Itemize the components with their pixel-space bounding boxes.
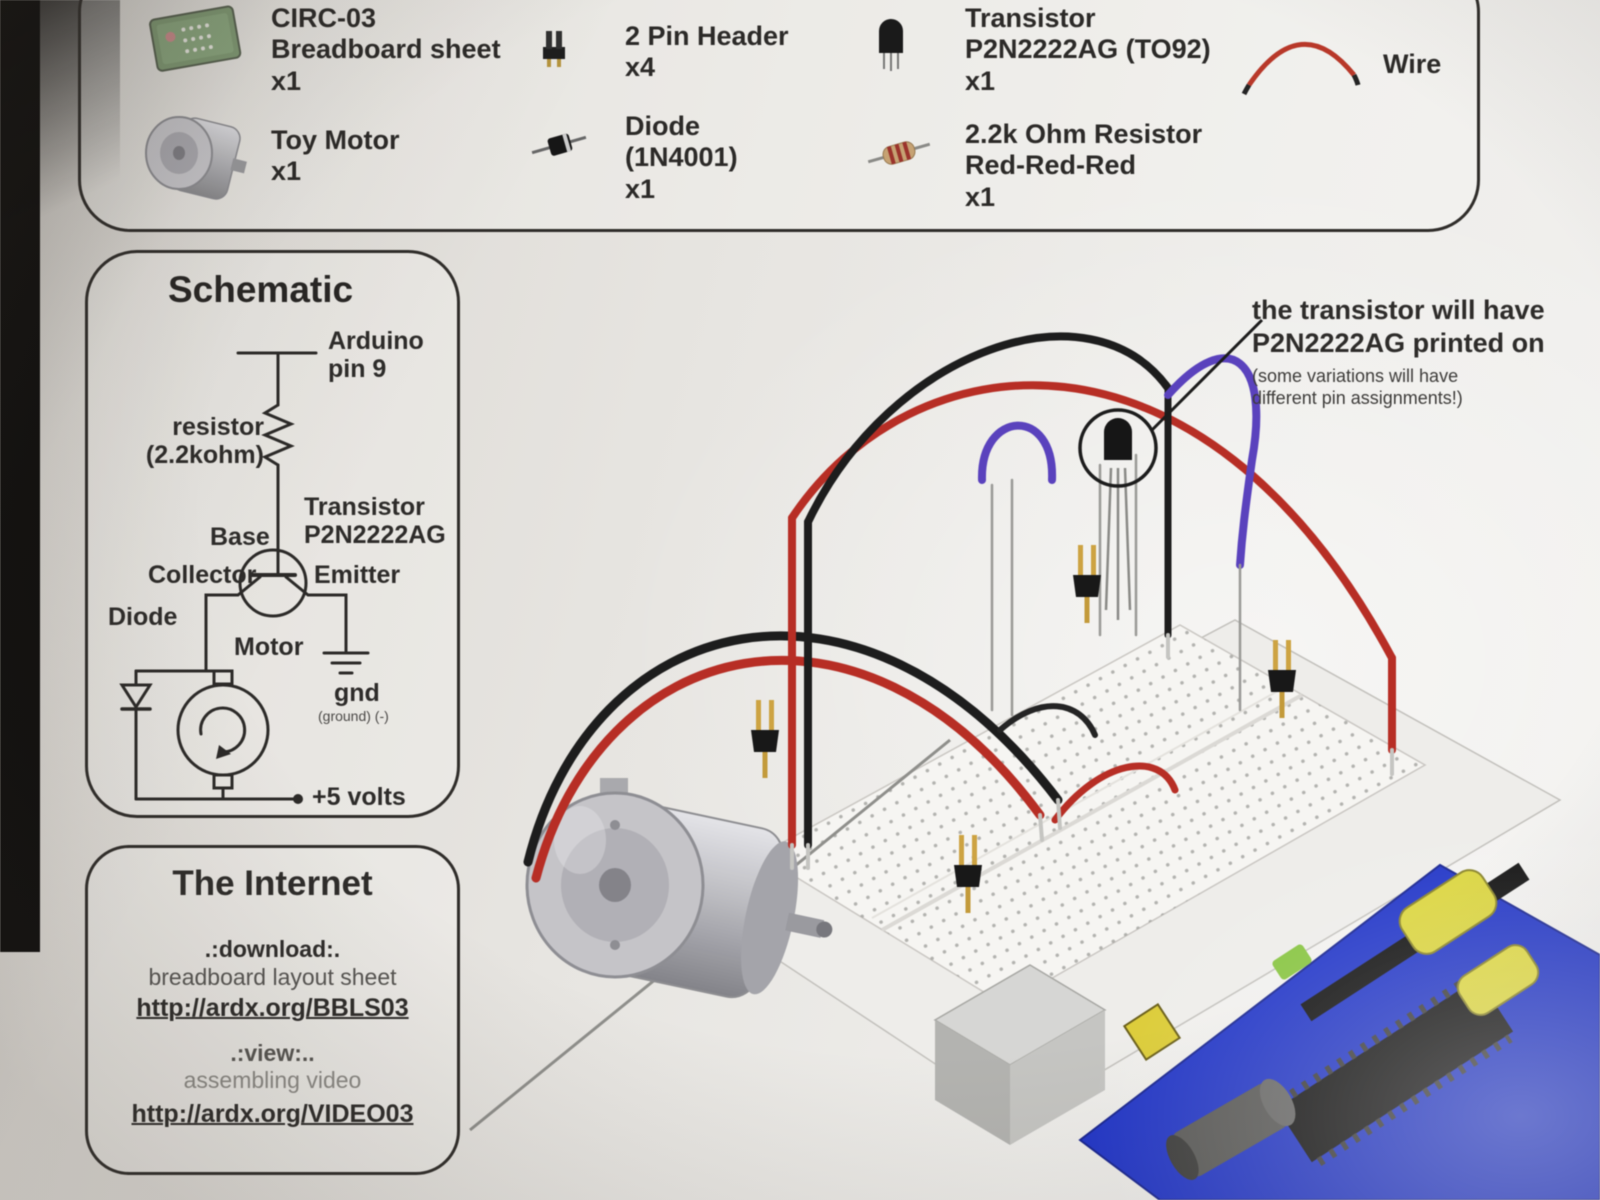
internet-title: The Internet bbox=[172, 864, 373, 903]
part-name: Wire bbox=[1383, 49, 1442, 79]
callout-pointer-line bbox=[1150, 318, 1264, 432]
transistor-icon bbox=[879, 19, 903, 71]
part-name: Diode (1N4001) bbox=[625, 111, 738, 173]
part-name: 2 Pin Header bbox=[625, 21, 789, 51]
diode-label: Diode bbox=[108, 603, 178, 631]
resistor-label: resistor (2.2kohm) bbox=[145, 413, 264, 469]
gnd-note-label: (ground) (-) bbox=[318, 708, 389, 724]
callout-circle bbox=[1078, 408, 1158, 488]
internet-panel: The Internet .:download:. breadboard lay… bbox=[85, 845, 460, 1175]
part-qty: x1 bbox=[271, 65, 302, 96]
part-qty: x1 bbox=[625, 173, 656, 204]
transistor-body bbox=[1104, 418, 1132, 460]
breadboard bbox=[758, 624, 1427, 1006]
black-wire-on-board bbox=[997, 703, 1098, 738]
pin-header bbox=[954, 835, 982, 913]
plus5-volts-label: +5 volts bbox=[312, 783, 406, 811]
pin-header-icon bbox=[543, 31, 565, 67]
part-entry-breadboard-sheet: CIRC-03 Breadboard sheet x1 bbox=[271, 3, 501, 97]
purple-wire-hook bbox=[977, 421, 1057, 484]
toy-motor-illustration bbox=[525, 778, 833, 999]
red-wire-arc-left bbox=[531, 656, 1045, 883]
black-wire-arc-left bbox=[523, 631, 1063, 867]
gnd-label: gnd bbox=[334, 679, 380, 707]
pin-header bbox=[1073, 545, 1101, 623]
part-entry-transistor: Transistor P2N2222AG (TO92) x1 bbox=[965, 3, 1211, 97]
breadboard-assembly-illustration bbox=[469, 318, 1600, 1200]
download-label: .:download:. bbox=[204, 936, 341, 962]
motor-symbol bbox=[176, 683, 270, 777]
part-entry-diode: Diode (1N4001) x1 bbox=[625, 111, 738, 205]
breadboard-sheet-icon bbox=[149, 5, 242, 72]
purple-wire-arc bbox=[1164, 354, 1261, 569]
pin-headers bbox=[751, 545, 1296, 913]
pin-header bbox=[751, 700, 779, 778]
part-entry-toy-motor: Toy Motor x1 bbox=[271, 125, 399, 188]
motor-label: Motor bbox=[234, 633, 304, 661]
part-name: Toy Motor bbox=[271, 125, 400, 155]
part-qty: x1 bbox=[965, 65, 996, 96]
annotation-note: (some variations will have different pin… bbox=[1252, 365, 1463, 409]
part-entry-wire: Wire bbox=[1383, 49, 1441, 80]
part-qty: x1 bbox=[271, 156, 302, 187]
resistor-icon bbox=[867, 141, 931, 165]
reset-button bbox=[1122, 1002, 1182, 1062]
part-name: Transistor P2N2222AG (TO92) bbox=[965, 3, 1211, 65]
part-qty: x4 bbox=[625, 52, 656, 83]
jumper-wires bbox=[523, 332, 1396, 883]
download-url: http://ardx.org/BBLS03 bbox=[136, 994, 409, 1022]
schematic-panel: Schematic bbox=[85, 250, 460, 818]
diode-symbol bbox=[119, 683, 153, 710]
collector-label: Collector bbox=[148, 561, 257, 589]
transistor-label: Transistor P2N2222AG bbox=[304, 493, 446, 549]
base-label: Base bbox=[210, 523, 270, 551]
red-wire-arc-right bbox=[788, 381, 1396, 662]
power-jack bbox=[1166, 1078, 1296, 1180]
view-label: .:view:.. bbox=[230, 1040, 315, 1066]
part-name: CIRC-03 Breadboard sheet bbox=[271, 3, 501, 65]
arduino-pin-label: Arduino pin 9 bbox=[328, 327, 424, 383]
usb-connector bbox=[933, 964, 1107, 1145]
dip-chip bbox=[1276, 973, 1514, 1167]
wire-icon bbox=[1241, 41, 1361, 96]
transistor-highlight bbox=[1078, 318, 1264, 620]
led-indicator bbox=[1272, 944, 1312, 980]
part-entry-pin-header: 2 Pin Header x4 bbox=[625, 21, 789, 84]
parts-list-panel: CIRC-03 Breadboard sheet x1 2 Pin Header… bbox=[78, 0, 1480, 232]
resistor-symbol bbox=[261, 403, 295, 467]
diode-icon bbox=[531, 133, 587, 156]
annotation-text: the transistor will have P2N2222AG print… bbox=[1252, 295, 1545, 358]
toy-motor-icon bbox=[145, 116, 247, 200]
part-qty: x1 bbox=[965, 181, 996, 212]
red-wire-on-board bbox=[1051, 762, 1179, 824]
arduino-board bbox=[1078, 862, 1600, 1200]
download-description: breadboard layout sheet bbox=[148, 964, 397, 990]
pin-header bbox=[1268, 640, 1296, 718]
circuit-schematic-drawing bbox=[119, 351, 370, 804]
black-wire-arc-top bbox=[804, 332, 1172, 526]
transistor-annotation: the transistor will have P2N2222AG print… bbox=[1252, 294, 1588, 410]
view-description: assembling video bbox=[183, 1067, 362, 1093]
view-url: http://ardx.org/VIDEO03 bbox=[131, 1100, 414, 1128]
part-entry-resistor: 2.2k Ohm Resistor Red-Red-Red x1 bbox=[965, 119, 1202, 213]
transistor-symbol bbox=[238, 548, 308, 618]
part-name: 2.2k Ohm Resistor Red-Red-Red bbox=[965, 119, 1203, 181]
emitter-label: Emitter bbox=[314, 561, 401, 589]
schematic-title: Schematic bbox=[168, 269, 354, 310]
